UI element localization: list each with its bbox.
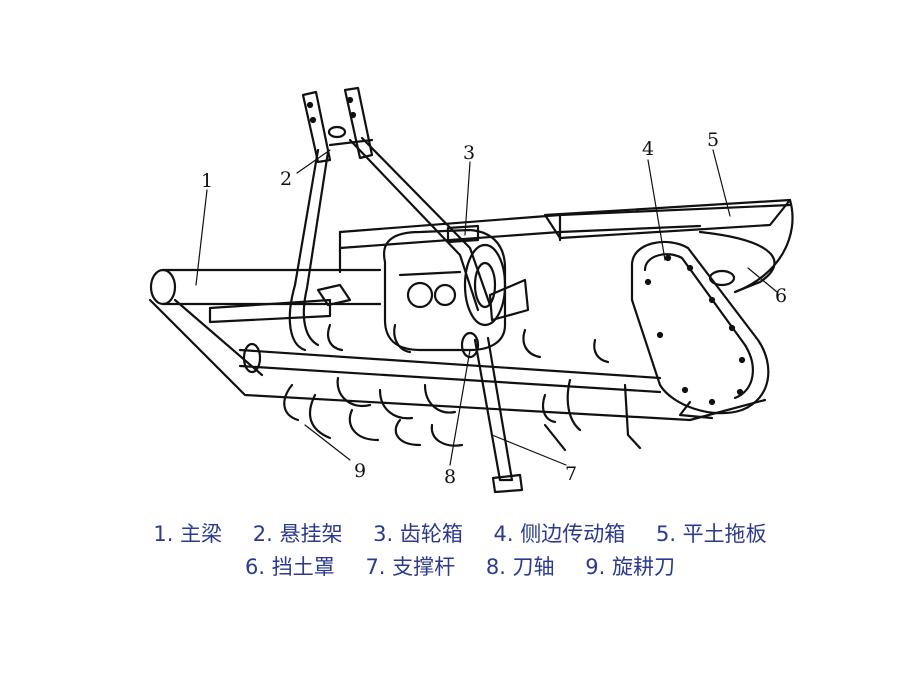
support-rod xyxy=(473,278,530,494)
callout-8: 8 xyxy=(444,466,456,488)
legend-line-1: 1. 主梁 2. 悬挂架 3. 齿轮箱 4. 侧边传动箱 5. 平土拖板 xyxy=(0,518,920,551)
cutter-shaft xyxy=(238,331,662,394)
legend-item-cutter-shaft: 8. 刀轴 xyxy=(485,555,555,579)
legend-line-2: 6. 挡土罩 7. 支撑杆 8. 刀轴 9. 旋耕刀 xyxy=(0,551,920,584)
legend-item-support-rod: 7. 支撑杆 xyxy=(365,555,456,579)
callout-9: 9 xyxy=(354,460,366,482)
leveling-board xyxy=(543,198,794,294)
legend-item-gear-box: 3. 齿轮箱 xyxy=(373,522,463,546)
callout-7: 7 xyxy=(565,463,577,485)
hitch-frame xyxy=(288,86,492,352)
callout-4: 4 xyxy=(642,138,654,160)
legend-caption: 1. 主梁 2. 悬挂架 3. 齿轮箱 4. 侧边传动箱 5. 平土拖板 6. … xyxy=(0,518,920,584)
rotary-blades xyxy=(283,323,642,452)
rotary-tiller-drawing: 1 2 3 4 5 6 7 8 9 xyxy=(148,86,794,494)
mud-guard xyxy=(698,230,776,294)
legend-item-rotary-blade: 9. 旋耕刀 xyxy=(585,555,675,579)
legend-item-hitch-frame: 2. 悬挂架 xyxy=(252,522,343,546)
legend-item-main-beam: 1. 主梁 xyxy=(153,522,223,546)
side-transmission-box xyxy=(630,240,770,420)
gear-box xyxy=(382,224,507,352)
legend-item-side-transmission-box: 4. 侧边传动箱 xyxy=(493,522,626,546)
legend-item-mud-guard: 6. 挡土罩 xyxy=(245,555,335,579)
callout-2: 2 xyxy=(280,168,292,190)
main-beam xyxy=(149,268,382,324)
callout-5: 5 xyxy=(707,129,719,151)
leader-lines xyxy=(195,149,778,466)
callout-6: 6 xyxy=(775,285,787,307)
legend-item-leveling-board: 5. 平土拖板 xyxy=(655,522,767,546)
callout-3: 3 xyxy=(463,142,475,164)
callout-1: 1 xyxy=(201,170,213,192)
